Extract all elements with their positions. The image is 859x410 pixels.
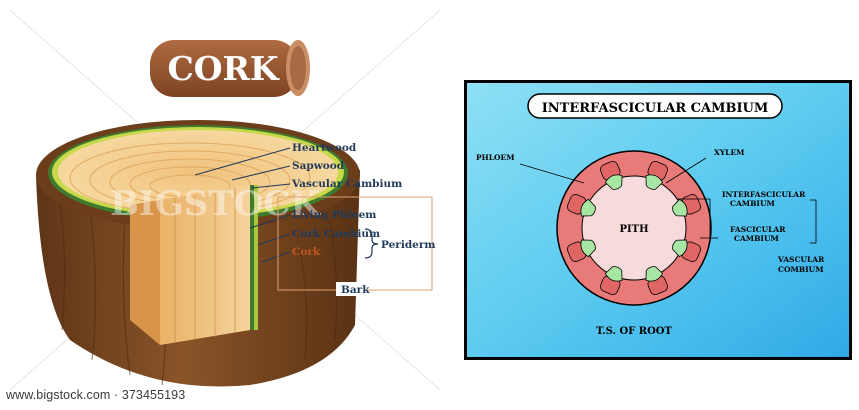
cork-diagram-panel: CORK — [0, 0, 450, 406]
label-interfascicular-2: CAMBIUM — [730, 199, 775, 208]
interfascicular-svg: INTERFASCICULAR CAMBIUM PITH PHLOEM XYLE… — [464, 80, 852, 360]
label-periderm: Periderm — [381, 239, 435, 251]
label-fascicular-2: CAMBIUM — [734, 234, 779, 243]
label-living-phloem: Living Phloem — [292, 209, 376, 221]
label-vascular-1: VASCULAR — [777, 255, 825, 264]
right-title: INTERFASCICULAR CAMBIUM — [542, 101, 769, 116]
label-bark: Bark — [341, 284, 370, 296]
label-cork-cambium: Cork Cambium — [292, 228, 380, 240]
label-vascular-cambium: Vascular Cambium — [291, 178, 402, 190]
label-phloem: PHLOEM — [476, 153, 515, 162]
interfascicular-panel: INTERFASCICULAR CAMBIUM PITH PHLOEM XYLE… — [464, 80, 852, 360]
label-vascular-2: COMBIUM — [778, 265, 824, 274]
cork-title-badge: CORK — [150, 40, 310, 97]
label-cork: Cork — [292, 246, 321, 258]
right-title-badge: INTERFASCICULAR CAMBIUM — [528, 94, 782, 118]
label-xylem: XYLEM — [714, 148, 744, 157]
footer-url: www.bigstock.com · 373455193 — [6, 388, 185, 402]
label-fascicular-1: FASCICULAR — [730, 225, 786, 234]
cork-diagram-svg: CORK — [0, 0, 450, 406]
caption: T.S. OF ROOT — [596, 326, 672, 337]
label-heartwood: Heartwood — [292, 142, 357, 154]
root-cross-section: PITH — [557, 151, 711, 305]
cork-title: CORK — [167, 49, 279, 88]
pith-label: PITH — [619, 224, 648, 235]
watermark: BIGSTOCK — [110, 184, 321, 224]
label-interfascicular-1: INTERFASCICULAR — [722, 190, 806, 199]
label-sapwood: Sapwood — [292, 160, 345, 172]
